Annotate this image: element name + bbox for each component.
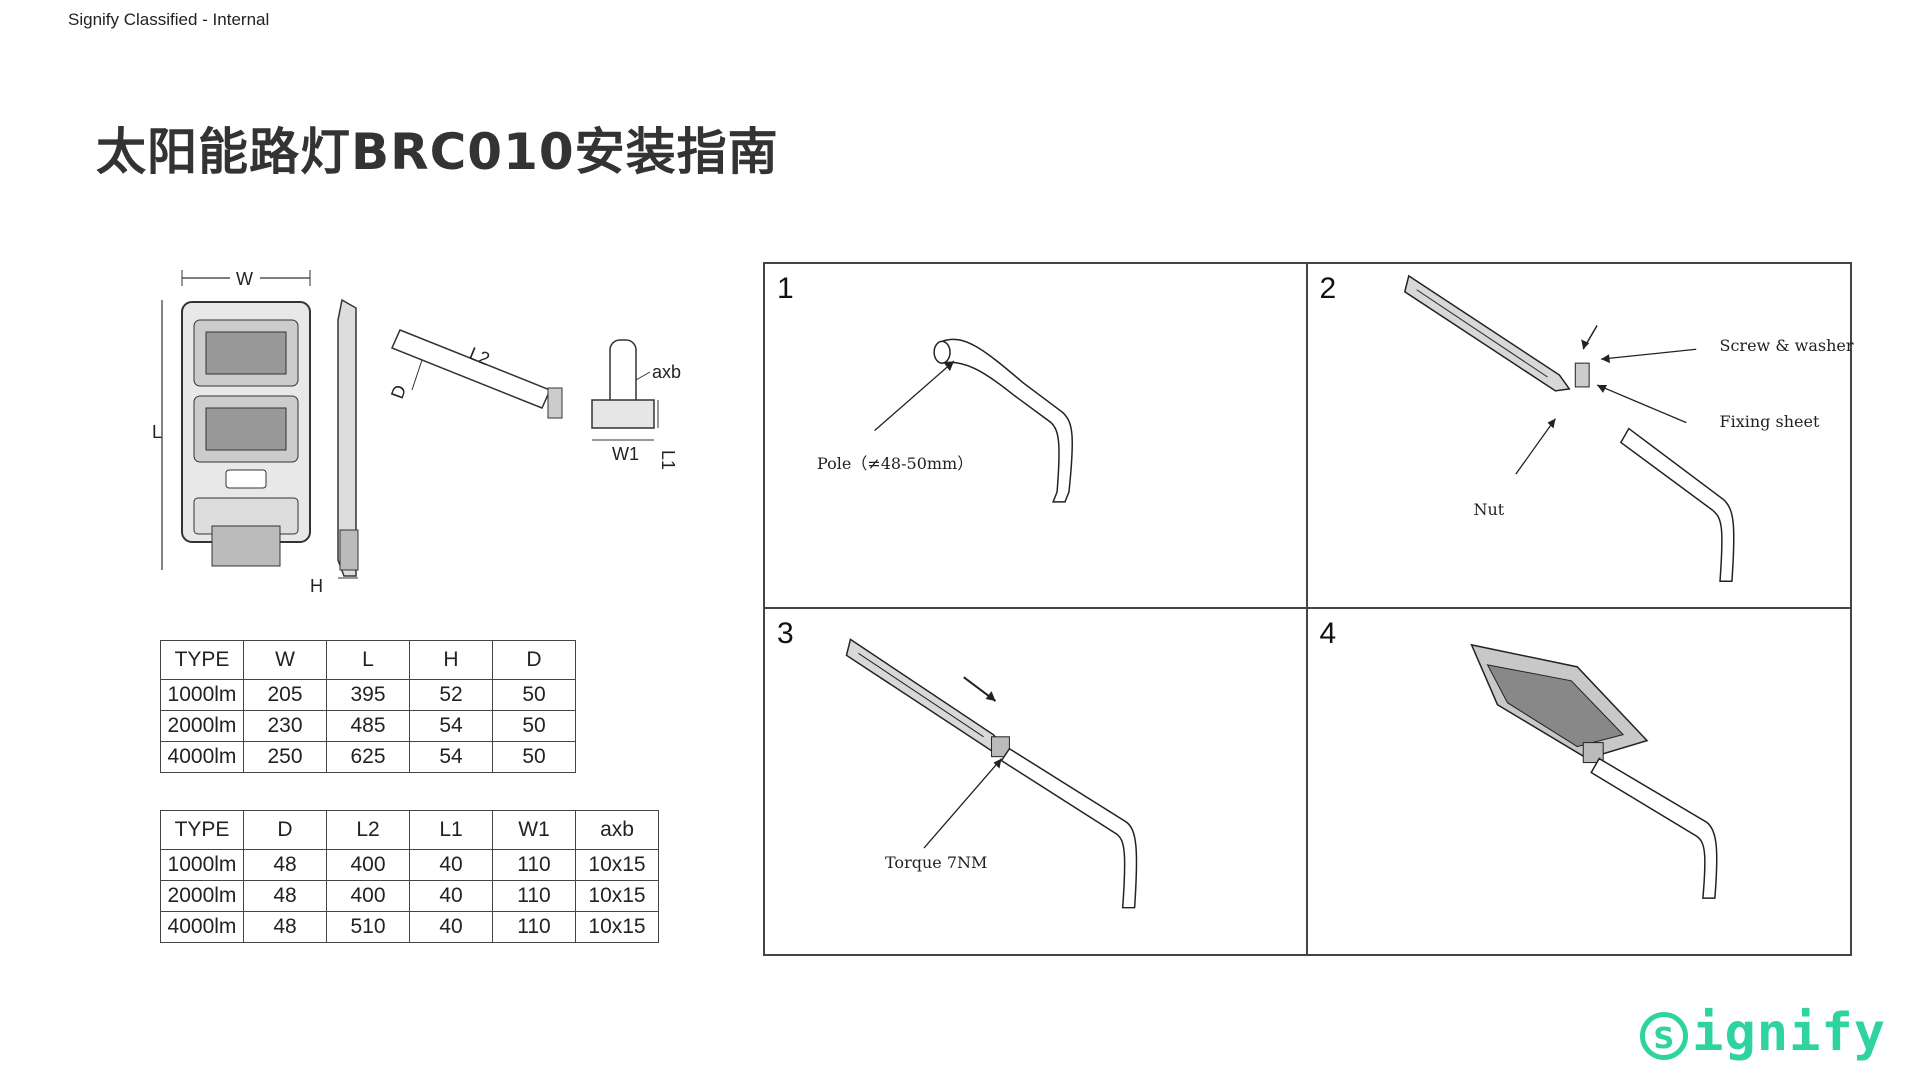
step-4-illustration <box>1469 643 1718 899</box>
table-cell: 50 <box>492 710 576 742</box>
classification-label: Signify Classified - Internal <box>68 10 270 29</box>
table-cell: 48 <box>243 880 327 912</box>
table-header-row: TYPE W L H D <box>160 640 576 680</box>
table-cell: 2000lm <box>160 880 244 912</box>
dimension-spec-table: TYPE W L H D 1000lm 205 395 52 50 2000lm… <box>160 640 576 773</box>
table-cell: 485 <box>326 710 410 742</box>
torque-annotation: Torque 7NM <box>885 853 988 872</box>
table-row: 4000lm 48 510 40 110 10x15 <box>160 911 659 943</box>
step-2-illustration <box>1403 274 1735 582</box>
table-cell: 400 <box>326 849 410 881</box>
table-cell: 510 <box>326 911 410 943</box>
fixing-sheet-annotation: Fixing sheet <box>1719 412 1820 431</box>
table-cell: 40 <box>409 911 493 943</box>
table-cell: 52 <box>409 679 493 711</box>
step-number: 3 <box>777 617 794 650</box>
table-cell: 110 <box>492 911 576 943</box>
table-header-cell: W <box>243 640 327 680</box>
table-header-cell: TYPE <box>160 640 244 680</box>
table-cell: 110 <box>492 849 576 881</box>
step-4-panel: 4 <box>1308 609 1851 954</box>
table-cell: 48 <box>243 911 327 943</box>
table-cell: 1000lm <box>160 679 244 711</box>
dim-h-label: H <box>310 576 323 596</box>
table-cell: 4000lm <box>160 741 244 773</box>
step-3-panel: 3 Torque 7NM <box>765 609 1308 954</box>
table-cell: 40 <box>409 880 493 912</box>
pole-annotation: Pole（≠48-50mm） <box>817 454 974 473</box>
page-title: 太阳能路灯BRC010安装指南 <box>96 123 779 181</box>
installation-steps-grid: 1 Pole（≠48-50mm） 2 Screw & washer Fixing… <box>763 262 1854 956</box>
table-cell: 54 <box>409 741 493 773</box>
table-cell: 10x15 <box>575 880 659 912</box>
table-cell: 50 <box>492 679 576 711</box>
dim-d-label: D <box>387 382 410 401</box>
step-3-illustration <box>845 638 1138 909</box>
table-cell: 2000lm <box>160 710 244 742</box>
step-1-illustration <box>874 338 1074 503</box>
table-cell: 205 <box>243 679 327 711</box>
dim-axb-label: axb <box>652 362 681 382</box>
step-2-panel: 2 Screw & washer Fixing sheet Nut <box>1307 264 1854 609</box>
table-cell: 400 <box>326 880 410 912</box>
dim-l-label: L <box>152 422 162 442</box>
table-header-cell: D <box>492 640 576 680</box>
table-cell: 250 <box>243 741 327 773</box>
table-header-cell: TYPE <box>160 810 244 850</box>
table-cell: 40 <box>409 849 493 881</box>
dim-l1-label: L1 <box>658 450 678 470</box>
table-row: 1000lm 48 400 40 110 10x15 <box>160 849 659 881</box>
table-cell: 48 <box>243 849 327 881</box>
table-cell: 1000lm <box>160 849 244 881</box>
bracket-spec-table: TYPE D L2 L1 W1 axb 1000lm 48 400 40 110… <box>160 810 659 943</box>
nut-annotation: Nut <box>1473 500 1505 519</box>
table-cell: 10x15 <box>575 849 659 881</box>
table-cell: 10x15 <box>575 911 659 943</box>
table-header-cell: W1 <box>492 810 576 850</box>
table-header-cell: L2 <box>326 810 410 850</box>
step-number: 2 <box>1319 272 1337 305</box>
table-cell: 395 <box>326 679 410 711</box>
table-row: 2000lm 48 400 40 110 10x15 <box>160 880 659 912</box>
screw-washer-annotation: Screw & washer <box>1719 336 1854 355</box>
table-header-cell: H <box>409 640 493 680</box>
table-header-cell: L <box>326 640 410 680</box>
table-header-cell: D <box>243 810 327 850</box>
table-header-cell: axb <box>575 810 659 850</box>
table-cell: 230 <box>243 710 327 742</box>
table-row: 1000lm 205 395 52 50 <box>160 679 576 711</box>
step-number: 1 <box>777 272 794 305</box>
step-number: 4 <box>1319 617 1337 650</box>
table-header-row: TYPE D L2 L1 W1 axb <box>160 810 659 850</box>
table-header-cell: L1 <box>409 810 493 850</box>
dim-w-label: W <box>236 269 253 289</box>
table-cell: 50 <box>492 741 576 773</box>
table-row: 4000lm 250 625 54 50 <box>160 741 576 773</box>
step-1-panel: 1 Pole（≠48-50mm） <box>765 264 1308 609</box>
table-cell: 54 <box>409 710 493 742</box>
table-cell: 4000lm <box>160 911 244 943</box>
signify-s-mark-icon: s <box>1640 1012 1689 1060</box>
table-cell: 625 <box>326 741 410 773</box>
dim-w1-label: W1 <box>612 444 639 464</box>
dimension-drawing: W L H L2 D axb W1 L1 <box>152 268 681 596</box>
logo-text: ignify <box>1692 1003 1886 1063</box>
table-cell: 110 <box>492 880 576 912</box>
table-row: 2000lm 230 485 54 50 <box>160 710 576 742</box>
